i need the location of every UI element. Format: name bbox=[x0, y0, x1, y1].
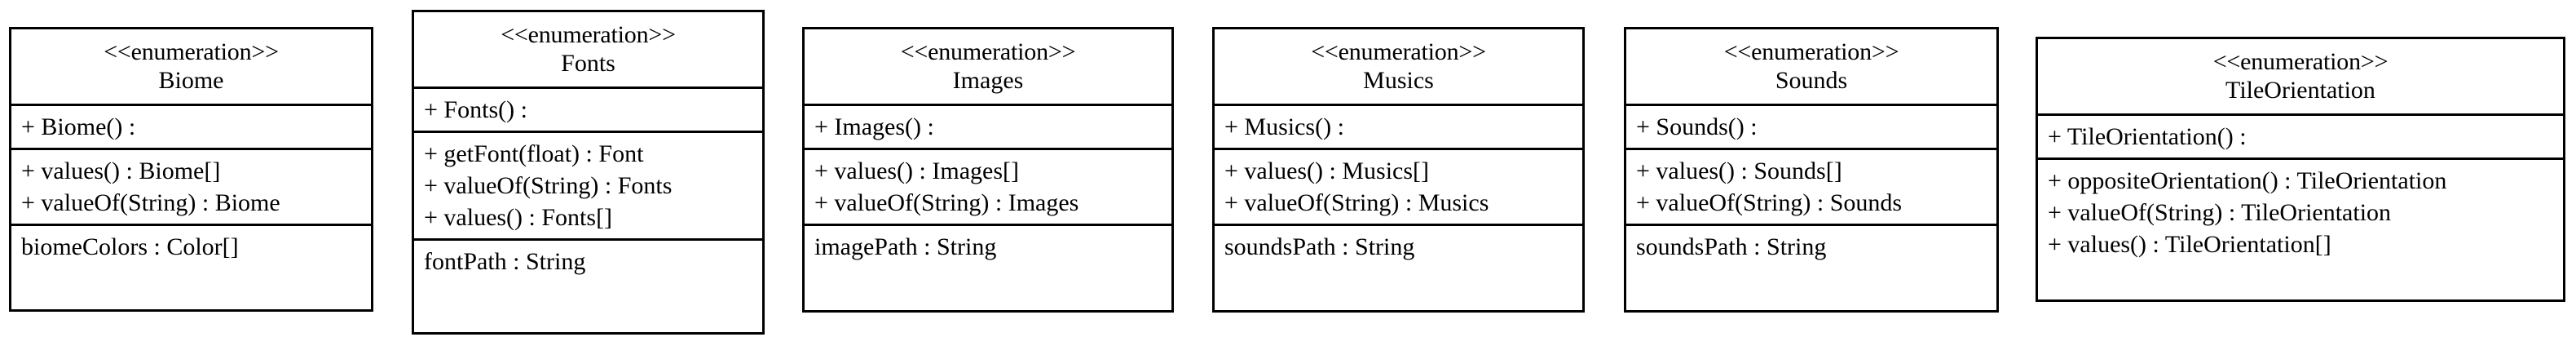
uml-class-images[interactable]: <<enumeration>>Images + Images() : + value… bbox=[802, 27, 1174, 313]
class-compartment-attributes: soundsPath : String bbox=[1626, 223, 1996, 268]
class-compartment-constructors: + TileOrientation() : bbox=[2038, 113, 2563, 157]
class-compartment-constructors: + Sounds() : bbox=[1626, 103, 1996, 148]
class-header: <<enumeration>>Fonts bbox=[414, 12, 762, 86]
uml-class-musics[interactable]: <<enumeration>>Musics + Musics() : + value… bbox=[1212, 27, 1585, 313]
class-name: Fonts bbox=[561, 50, 615, 78]
class-compartment-operations: + values() : Biome[] + valueOf(String) : … bbox=[11, 147, 371, 224]
class-member: + getFont(float) : Font bbox=[424, 140, 644, 167]
class-stereotype: <<enumeration>> bbox=[104, 38, 279, 65]
class-compartment-constructors: + Musics() : bbox=[1215, 103, 1582, 148]
class-member: + valueOf(String) : Biome bbox=[21, 189, 280, 216]
class-member: + oppositeOrientation() : TileOrientatio… bbox=[2048, 166, 2447, 194]
class-compartment-attributes: biomeColors : Color[] bbox=[11, 223, 371, 268]
class-compartment-operations: + values() : Musics[] + valueOf(String) :… bbox=[1215, 147, 1582, 224]
class-compartment-operations: + oppositeOrientation() : TileOrientatio… bbox=[2038, 157, 2563, 265]
class-member: soundsPath : String bbox=[1636, 233, 1827, 260]
class-compartment-operations: + values() : Images[] + valueOf(String) :… bbox=[805, 147, 1171, 224]
uml-class-fonts[interactable]: <<enumeration>>Fonts + Fonts() : + getFont… bbox=[412, 10, 765, 335]
class-compartment-constructors: + Biome() : bbox=[11, 103, 371, 148]
class-member: imagePath : String bbox=[814, 233, 997, 260]
class-stereotype: <<enumeration>> bbox=[900, 38, 1076, 65]
class-header: <<enumeration>>Biome bbox=[11, 29, 371, 104]
class-member: + valueOf(String) : Fonts bbox=[424, 171, 673, 199]
class-stereotype: <<enumeration>> bbox=[1723, 38, 1899, 65]
class-header: <<enumeration>>Sounds bbox=[1626, 29, 1996, 104]
class-compartment-operations: + getFont(float) : Font + valueOf(String)… bbox=[414, 130, 762, 238]
class-member: + Musics() : bbox=[1224, 113, 1344, 140]
class-stereotype: <<enumeration>> bbox=[1311, 38, 1486, 65]
class-member: + values() : Sounds[] bbox=[1636, 157, 1842, 184]
class-member: + values() : TileOrientation[] bbox=[2048, 230, 2331, 258]
class-header: <<enumeration>>TileOrientation bbox=[2038, 39, 2563, 113]
class-header: <<enumeration>>Musics bbox=[1215, 29, 1582, 104]
class-member: biomeColors : Color[] bbox=[21, 233, 239, 260]
uml-class-biome[interactable]: <<enumeration>>Biome + Biome() : + values(… bbox=[9, 27, 373, 312]
class-member: + Biome() : bbox=[21, 113, 136, 140]
class-member: + valueOf(String) : Musics bbox=[1224, 189, 1489, 216]
class-header: <<enumeration>>Images bbox=[805, 29, 1171, 104]
class-compartment-attributes: fontPath : String bbox=[414, 237, 762, 282]
class-member: + valueOf(String) : Sounds bbox=[1636, 189, 1903, 216]
class-compartment-operations: + values() : Sounds[] + valueOf(String) :… bbox=[1626, 147, 1996, 224]
class-name: Images bbox=[952, 67, 1024, 95]
class-compartment-constructors: + Images() : bbox=[805, 103, 1171, 148]
class-member: fontPath : String bbox=[424, 247, 586, 275]
class-member: + values() : Musics[] bbox=[1224, 157, 1430, 184]
class-compartment-attributes: imagePath : String bbox=[805, 223, 1171, 268]
class-compartment-attributes: soundsPath : String bbox=[1215, 223, 1582, 268]
class-name: Biome bbox=[158, 67, 224, 95]
class-member: + Images() : bbox=[814, 113, 934, 140]
class-member: + Sounds() : bbox=[1636, 113, 1758, 140]
class-member: soundsPath : String bbox=[1224, 233, 1415, 260]
class-member: + valueOf(String) : Images bbox=[814, 189, 1079, 216]
class-name: Sounds bbox=[1775, 67, 1848, 95]
class-name: TileOrientation bbox=[2225, 77, 2375, 104]
uml-class-tileorientation[interactable]: <<enumeration>>TileOrientation + TileOrie… bbox=[2036, 37, 2565, 302]
class-member: + Fonts() : bbox=[424, 95, 527, 123]
class-member: + values() : Fonts[] bbox=[424, 203, 613, 231]
class-name: Musics bbox=[1363, 67, 1434, 95]
class-stereotype: <<enumeration>> bbox=[501, 21, 676, 48]
uml-class-sounds[interactable]: <<enumeration>>Sounds + Sounds() : + value… bbox=[1624, 27, 1999, 313]
class-stereotype: <<enumeration>> bbox=[2212, 48, 2389, 75]
class-member: + TileOrientation() : bbox=[2048, 122, 2247, 150]
class-compartment-constructors: + Fonts() : bbox=[414, 86, 762, 131]
class-member: + valueOf(String) : TileOrientation bbox=[2048, 198, 2392, 226]
class-member: + values() : Biome[] bbox=[21, 157, 221, 184]
class-member: + values() : Images[] bbox=[814, 157, 1019, 184]
